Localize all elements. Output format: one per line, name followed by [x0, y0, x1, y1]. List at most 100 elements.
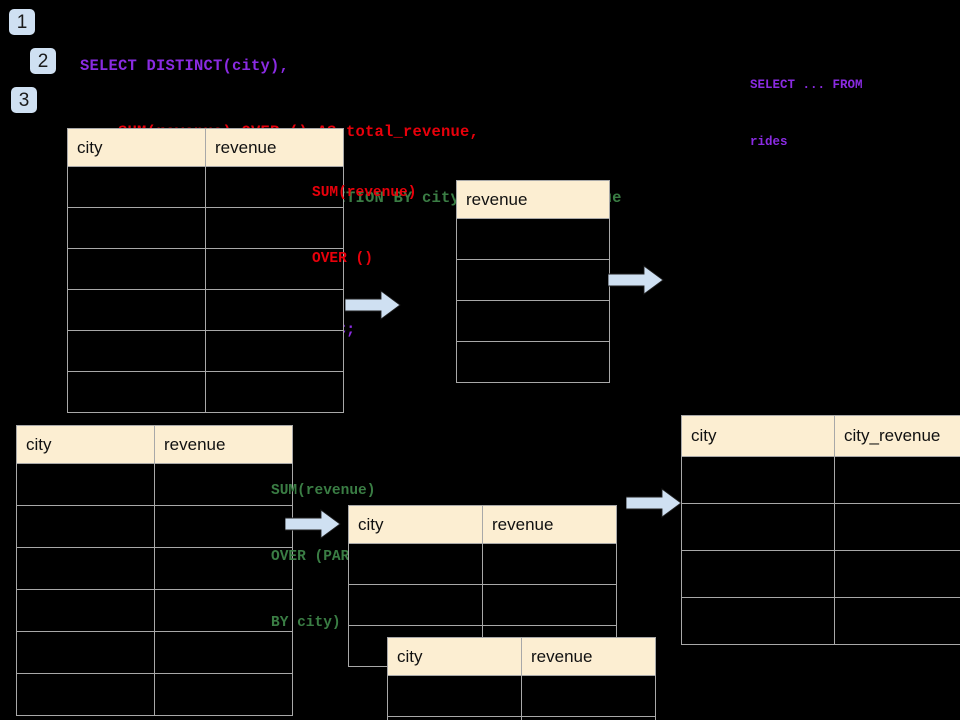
- step-badge-3-label: 3: [18, 89, 30, 111]
- cell-city: [348, 584, 483, 626]
- step-badge-2[interactable]: 2: [30, 48, 56, 74]
- annotation-total-revenue: SUM(revenue) OVER (): [312, 138, 416, 314]
- cell-revenue: [456, 341, 610, 383]
- col-header-city: city: [16, 425, 155, 464]
- table-row: [67, 248, 344, 290]
- cell-city: [16, 505, 155, 548]
- cell-revenue: [154, 505, 293, 548]
- cell-city: [387, 716, 522, 720]
- arrow-right-icon: [345, 290, 401, 320]
- table-result: city city_revenue: [681, 415, 960, 645]
- table-row: [16, 505, 293, 548]
- step-badge-1[interactable]: 1: [9, 9, 35, 35]
- cell-revenue: [154, 673, 293, 716]
- annotation-total-revenue-line-1: SUM(revenue): [312, 185, 417, 201]
- cell-city: [681, 550, 835, 598]
- step-badge-2-label: 2: [37, 50, 49, 72]
- cell-city: [67, 371, 206, 413]
- table-row: [387, 675, 656, 717]
- col-header-city: city: [681, 415, 835, 457]
- table-row: [16, 673, 293, 716]
- cell-city-revenue: [834, 456, 960, 504]
- cell-city: [16, 463, 155, 506]
- cell-revenue: [482, 543, 617, 585]
- cell-revenue: [456, 300, 610, 342]
- table-row: [16, 547, 293, 590]
- table-header-row: city revenue: [348, 505, 617, 544]
- table-row: [681, 550, 960, 598]
- table-row: [16, 631, 293, 674]
- arrow-right-icon: [626, 488, 682, 518]
- table-partition-front: city revenue: [387, 637, 656, 720]
- cell-city-revenue: [834, 503, 960, 551]
- cell-revenue: [205, 207, 344, 249]
- annotation-city-revenue-line-3: BY city): [271, 615, 341, 631]
- side-note-select-from: SELECT ... FROM rides: [750, 38, 863, 190]
- cell-revenue: [482, 584, 617, 626]
- cell-city: [681, 503, 835, 551]
- table-row: [16, 589, 293, 632]
- cell-revenue: [205, 166, 344, 208]
- table-row: [387, 716, 656, 720]
- table-row: [456, 300, 610, 342]
- cell-revenue: [205, 371, 344, 413]
- cell-city: [387, 675, 522, 717]
- table-row: [348, 543, 617, 585]
- cell-city: [67, 330, 206, 372]
- table-row: [456, 341, 610, 383]
- table-row: [681, 456, 960, 504]
- table-row: [67, 289, 344, 331]
- table-header-row: city revenue: [67, 128, 344, 167]
- table-row: [67, 207, 344, 249]
- step-badge-3[interactable]: 3: [11, 87, 37, 113]
- col-header-revenue: revenue: [154, 425, 293, 464]
- col-header-city: city: [67, 128, 206, 167]
- cell-revenue: [154, 589, 293, 632]
- col-header-city-revenue: city_revenue: [834, 415, 960, 457]
- table-row: [67, 166, 344, 208]
- table-row: [681, 503, 960, 551]
- cell-revenue: [205, 330, 344, 372]
- sql-line-select: SELECT DISTINCT(city),: [80, 57, 290, 75]
- cell-city: [67, 248, 206, 290]
- table-header-row: city revenue: [387, 637, 656, 676]
- cell-city-revenue: [834, 597, 960, 645]
- table-total-revenue: revenue: [456, 180, 610, 383]
- cell-city: [16, 547, 155, 590]
- col-header-revenue: revenue: [456, 180, 610, 219]
- cell-revenue: [456, 259, 610, 301]
- cell-city: [16, 631, 155, 674]
- table-row: [67, 330, 344, 372]
- annotation-city-revenue: SUM(revenue) OVER (PARTITION BY city): [271, 436, 402, 678]
- table-row: [348, 584, 617, 626]
- cell-city: [681, 597, 835, 645]
- side-note-line-1: SELECT ... FROM: [750, 78, 863, 92]
- cell-revenue: [456, 218, 610, 260]
- side-note-line-2: rides: [750, 135, 788, 149]
- cell-revenue: [154, 631, 293, 674]
- col-header-revenue: revenue: [521, 637, 656, 676]
- cell-revenue: [205, 248, 344, 290]
- cell-revenue: [154, 547, 293, 590]
- cell-city: [67, 207, 206, 249]
- table-header-row: city revenue: [16, 425, 293, 464]
- arrow-right-icon: [608, 265, 664, 295]
- col-header-revenue: revenue: [482, 505, 617, 544]
- annotation-total-revenue-line-2: OVER (): [312, 251, 373, 267]
- table-header-row: revenue: [456, 180, 610, 219]
- table-source-top: city revenue: [67, 128, 344, 413]
- cell-city: [681, 456, 835, 504]
- annotation-city-revenue-line-1: SUM(revenue): [271, 483, 376, 499]
- cell-city: [16, 673, 155, 716]
- table-row: [16, 463, 293, 506]
- col-header-revenue: revenue: [205, 128, 344, 167]
- cell-city: [16, 589, 155, 632]
- table-row: [456, 218, 610, 260]
- table-row: [67, 371, 344, 413]
- table-row: [456, 259, 610, 301]
- step-badge-1-label: 1: [16, 11, 28, 33]
- cell-city: [67, 289, 206, 331]
- col-header-city: city: [387, 637, 522, 676]
- cell-revenue: [521, 716, 656, 720]
